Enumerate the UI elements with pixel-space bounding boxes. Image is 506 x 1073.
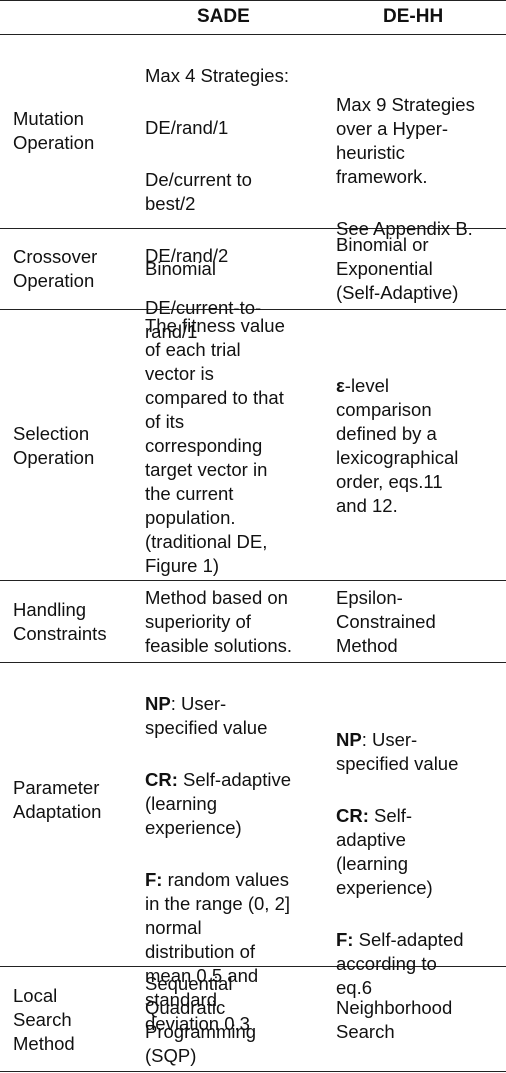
- dehh-cr-key: CR:: [336, 805, 369, 826]
- rule-mutation: [0, 228, 506, 229]
- cell-dehh-crossover: Binomial or Exponential (Self-Adaptive): [336, 234, 459, 303]
- sade-np-value: : User- specified value: [145, 693, 268, 738]
- rule-bottom: [0, 1071, 506, 1072]
- dehh-f-value: Self-adapted according to eq.6: [336, 929, 464, 998]
- cell-sade-crossover: Binomial: [145, 258, 216, 279]
- rule-selection: [0, 580, 506, 581]
- sade-mutation-line: DE/rand/2: [145, 245, 229, 266]
- rule-constraints: [0, 662, 506, 663]
- sade-np-key: NP: [145, 693, 171, 714]
- row-label-mutation: Mutation Operation: [13, 108, 95, 153]
- cell-dehh-mutation: Max 9 Strategies over a Hyper- heuristic…: [336, 69, 502, 265]
- dehh-cr-value: Self- adaptive (learning experience): [336, 805, 433, 898]
- cell-dehh-parameter: NP: User- specified value CR: Self- adap…: [336, 704, 502, 1024]
- cell-sade-parameter: NP: User- specified value CR: Self-adapt…: [145, 668, 323, 1060]
- dehh-np-value: : User- specified value: [336, 729, 459, 774]
- row-label-crossover: Crossover Operation: [13, 246, 98, 291]
- dehh-mutation-text: Max 9 Strategies over a Hyper- heuristic…: [336, 94, 475, 187]
- row-label-local-search: Local Search Method: [13, 985, 75, 1054]
- sade-f-value: random values in the range (0, 2] normal…: [145, 869, 291, 1034]
- rule-parameter: [0, 966, 506, 967]
- row-label-parameter: Parameter Adaptation: [13, 777, 102, 822]
- epsilon-symbol: ε: [336, 375, 345, 396]
- dehh-np-key: NP: [336, 729, 362, 750]
- row-label-constraints: Handling Constraints: [13, 599, 107, 644]
- rule-top: [0, 0, 506, 1]
- sade-cr-line: CR: Self-adaptive (learning experience): [145, 768, 323, 840]
- dehh-selection-text: -level comparison defined by a lexicogra…: [336, 375, 459, 516]
- sade-mutation-line: DE/current-to- rand/1: [145, 297, 262, 342]
- header-dehh: DE-HH: [383, 6, 444, 27]
- sade-cr-key: CR:: [145, 769, 178, 790]
- dehh-f-line: F: Self-adapted according to eq.6: [336, 928, 502, 1000]
- cell-sade-selection: The fitness value of each trial vector i…: [145, 315, 285, 576]
- rule-header: [0, 34, 506, 35]
- sade-mutation-line: Max 4 Strategies:: [145, 65, 289, 86]
- sade-f-key: F:: [145, 869, 163, 890]
- sade-mutation-line: DE/rand/1: [145, 117, 229, 138]
- row-label-selection: Selection Operation: [13, 423, 95, 468]
- sade-cr-value: Self-adaptive (learning experience): [145, 769, 292, 838]
- header-sade: SADE: [197, 6, 250, 27]
- cell-dehh-constraints: Epsilon- Constrained Method: [336, 587, 436, 656]
- cell-dehh-local-search: Neighborhood Search: [336, 997, 453, 1042]
- cell-sade-local-search: Sequential Quadratic Programming (SQP): [145, 973, 257, 1066]
- sade-f-line: F: random values in the range (0, 2] nor…: [145, 868, 323, 1036]
- rule-crossover: [0, 309, 506, 310]
- cell-sade-constraints: Method based on superiority of feasible …: [145, 587, 293, 656]
- dehh-np-line: NP: User- specified value: [336, 728, 502, 776]
- dehh-mutation-appendix: See Appendix B.: [336, 218, 473, 239]
- cell-dehh-selection: ε-level comparison defined by a lexicogr…: [336, 374, 502, 518]
- dehh-f-key: F:: [336, 929, 354, 950]
- sade-mutation-line: De/current to best/2: [145, 169, 252, 214]
- sade-np-line: NP: User- specified value: [145, 692, 323, 740]
- cell-sade-mutation: Max 4 Strategies: DE/rand/1 De/current t…: [145, 40, 323, 368]
- dehh-cr-line: CR: Self- adaptive (learning experience): [336, 804, 502, 900]
